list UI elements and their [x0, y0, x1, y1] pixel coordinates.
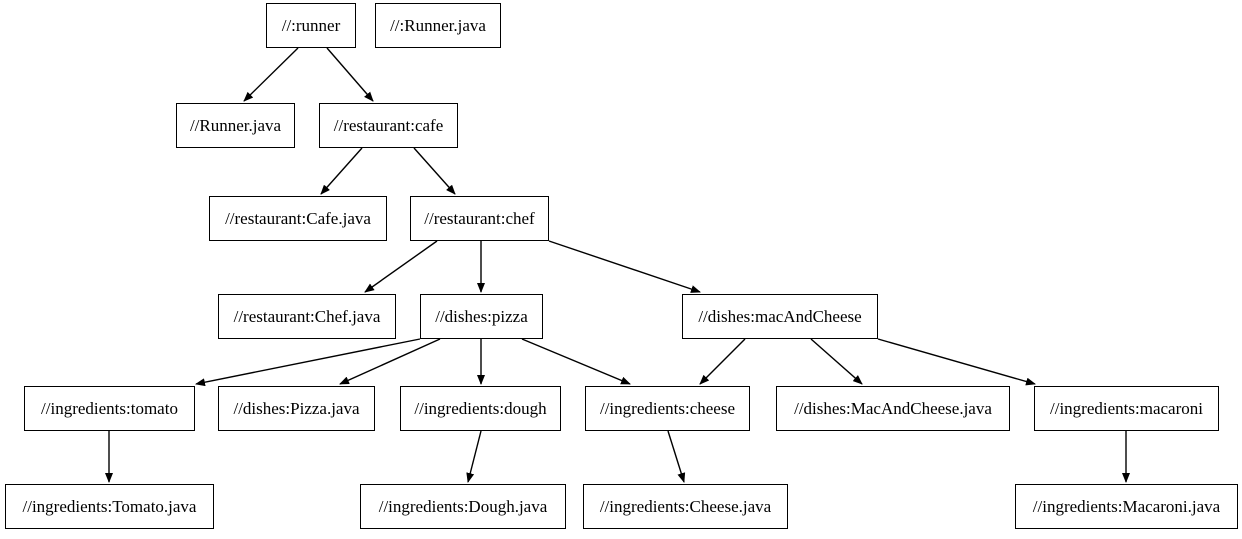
graph-node-ing_cheese[interactable]: //ingredients:cheese — [585, 386, 750, 431]
graph-node-label: //ingredients:tomato — [41, 399, 178, 418]
graph-edge-dishes_macandcheese-to-ing_macaroni — [877, 338, 1036, 386]
graph-node-label: //:runner — [281, 16, 341, 35]
graph-node-label: //ingredients:macaroni — [1050, 399, 1203, 418]
graph-edge-dishes_pizza-to-dishes_pizzajava — [339, 338, 441, 385]
graph-node-label: //:Runner.java — [390, 16, 486, 35]
graph-node-ing_macaronijava[interactable]: //ingredients:Macaroni.java — [1015, 484, 1238, 529]
graph-node-ing_doughjava[interactable]: //ingredients:Dough.java — [360, 484, 566, 529]
graph-node-label: //restaurant:chef — [424, 209, 535, 228]
graph-node-label: //restaurant:Cafe.java — [225, 209, 371, 228]
graph-node-dishes_macjava[interactable]: //dishes:MacAndCheese.java — [776, 386, 1010, 431]
graph-node-dishes_pizzajava[interactable]: //dishes:Pizza.java — [218, 386, 375, 431]
graph-edge-restaurant_cafe-to-restaurant_chef — [413, 147, 456, 195]
graph-node-runner[interactable]: //:runner — [266, 3, 356, 48]
graph-node-runner_java[interactable]: //Runner.java — [176, 103, 295, 148]
graph-edge-dishes_pizza-to-ing_tomato — [195, 338, 421, 387]
graph-node-runner_java_root[interactable]: //:Runner.java — [375, 3, 501, 48]
graph-node-restaurant_cafejava[interactable]: //restaurant:Cafe.java — [209, 196, 387, 241]
graph-edge-runner-to-runner_java — [243, 47, 299, 102]
graph-edge-ing_cheese-to-ing_cheesejava — [667, 430, 686, 483]
graph-edge-dishes_macandcheese-to-dishes_macjava — [810, 338, 863, 385]
graph-edge-ing_dough-to-ing_doughjava — [466, 430, 482, 483]
graph-node-ing_tomatojava[interactable]: //ingredients:Tomato.java — [5, 484, 214, 529]
graph-node-label: //dishes:Pizza.java — [233, 399, 360, 418]
graph-node-label: //dishes:pizza — [435, 307, 528, 326]
graph-node-label: //dishes:MacAndCheese.java — [794, 399, 992, 418]
graph-edge-restaurant_chef-to-restaurant_chefjava — [364, 240, 438, 293]
graph-edge-dishes_macandcheese-to-ing_cheese — [699, 338, 746, 385]
graph-node-label: //ingredients:Cheese.java — [599, 497, 772, 516]
graph-node-label: //Runner.java — [189, 116, 282, 135]
graph-node-ing_dough[interactable]: //ingredients:dough — [400, 386, 561, 431]
graph-node-label: //ingredients:Macaroni.java — [1032, 497, 1221, 516]
graph-edge-dishes_pizza-to-ing_cheese — [521, 338, 631, 385]
graph-node-dishes_pizza[interactable]: //dishes:pizza — [420, 294, 543, 339]
graph-node-label: //restaurant:Chef.java — [233, 307, 381, 326]
graph-node-label: //dishes:macAndCheese — [698, 307, 862, 326]
graph-edge-restaurant_chef-to-dishes_macandcheese — [548, 240, 701, 293]
graph-node-label: //ingredients:Tomato.java — [22, 497, 197, 516]
graph-node-label: //ingredients:cheese — [599, 399, 735, 418]
graph-node-restaurant_chef[interactable]: //restaurant:chef — [410, 196, 549, 241]
graph-edge-restaurant_cafe-to-restaurant_cafejava — [320, 147, 363, 195]
graph-edge-runner-to-restaurant_cafe — [326, 47, 374, 102]
graph-node-restaurant_chefjava[interactable]: //restaurant:Chef.java — [218, 294, 396, 339]
graph-node-restaurant_cafe[interactable]: //restaurant:cafe — [319, 103, 458, 148]
graph-node-ing_tomato[interactable]: //ingredients:tomato — [24, 386, 195, 431]
graph-node-label: //ingredients:Dough.java — [378, 497, 548, 516]
graph-node-dishes_macandcheese[interactable]: //dishes:macAndCheese — [682, 294, 878, 339]
graph-node-label: //restaurant:cafe — [333, 116, 444, 135]
graph-node-label: //ingredients:dough — [414, 399, 547, 418]
graph-node-ing_macaroni[interactable]: //ingredients:macaroni — [1034, 386, 1219, 431]
graph-node-ing_cheesejava[interactable]: //ingredients:Cheese.java — [583, 484, 788, 529]
